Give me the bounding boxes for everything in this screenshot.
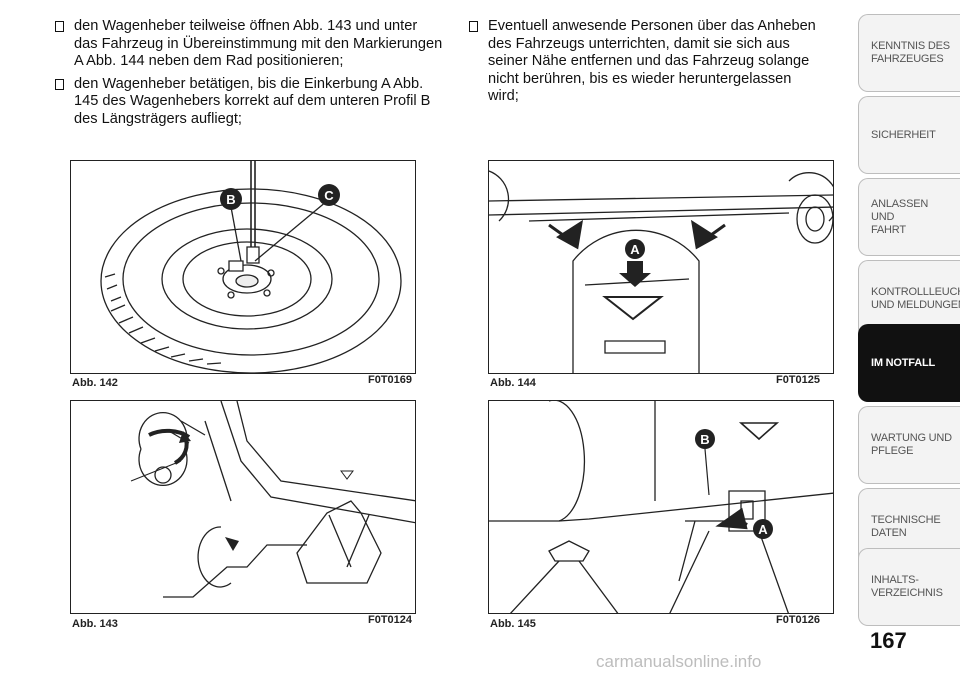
- figure-143-code: F0T0124: [367, 614, 412, 626]
- tab-sicherheit[interactable]: SICHERHEIT: [858, 96, 960, 174]
- label-b-marker: [220, 188, 242, 210]
- label-a: A: [630, 242, 640, 257]
- label-a: A: [758, 522, 768, 537]
- label-a-marker: [625, 239, 645, 259]
- checkbox-bullet-icon: [55, 21, 64, 32]
- tab-kenntnis-des-fahrzeuges[interactable]: KENNTNIS DES FAHRZEUGES: [858, 14, 960, 92]
- figure-143-jack-position: [70, 400, 416, 614]
- tab-anlassen-und-fahrt[interactable]: ANLASSEN UND FAHRT: [858, 178, 960, 256]
- bullet-item: den Wagenheber teilweise öffnen Abb. 143…: [52, 18, 444, 71]
- figure-145-caption: Abb. 145: [490, 618, 536, 630]
- label-c-marker: [318, 184, 340, 206]
- markings-illustration: A: [489, 170, 833, 373]
- bullet-text: den Wagenheber teilweise öffnen Abb. 143…: [74, 18, 443, 69]
- watermark-text: carmanualsonline.info: [596, 652, 762, 671]
- right-text-column: Eventuell anwesende Personen über das An…: [466, 18, 826, 111]
- bullet-text: den Wagenheber betätigen, bis die Einker…: [74, 75, 431, 127]
- jack-illustration: [130, 401, 415, 598]
- figure-142-spare-wheel: B C: [70, 160, 416, 374]
- figure-145-jack-notch: B A: [488, 400, 834, 614]
- tab-wartung-und-pflege[interactable]: WARTUNG UND PFLEGE: [858, 406, 960, 484]
- label-c: C: [324, 188, 334, 203]
- spare-wheel-illustration: B C: [100, 161, 402, 373]
- tab-inhaltsverzeichnis[interactable]: INHALTS- VERZEICHNIS: [858, 548, 960, 626]
- figure-142-code: F0T0169: [367, 374, 412, 386]
- bullet-item: Eventuell anwesende Personen über das An…: [466, 18, 826, 106]
- label-b: B: [700, 432, 709, 447]
- label-a-marker: [753, 519, 773, 539]
- label-b: B: [226, 192, 235, 207]
- bullet-text: Eventuell anwesende Personen über das An…: [488, 18, 816, 104]
- jack-notch-illustration: B A: [489, 401, 833, 613]
- left-text-column: den Wagenheber teilweise öffnen Abb. 143…: [52, 18, 444, 133]
- figure-144-code: F0T0125: [775, 374, 820, 386]
- figure-144-jacking-markings: A: [488, 160, 834, 374]
- figure-144-caption: Abb. 144: [490, 377, 536, 389]
- bullet-item: den Wagenheber betätigen, bis die Einker…: [52, 76, 444, 129]
- checkbox-bullet-icon: [55, 78, 64, 90]
- page-number: 167: [870, 628, 907, 653]
- checkbox-bullet-icon: [469, 21, 478, 32]
- tab-im-notfall[interactable]: IM NOTFALL: [858, 324, 960, 402]
- figure-143-caption: Abb. 143: [72, 618, 118, 630]
- label-b-marker: [695, 429, 715, 449]
- figure-145-code: F0T0126: [775, 614, 820, 626]
- figure-142-caption: Abb. 142: [72, 377, 118, 389]
